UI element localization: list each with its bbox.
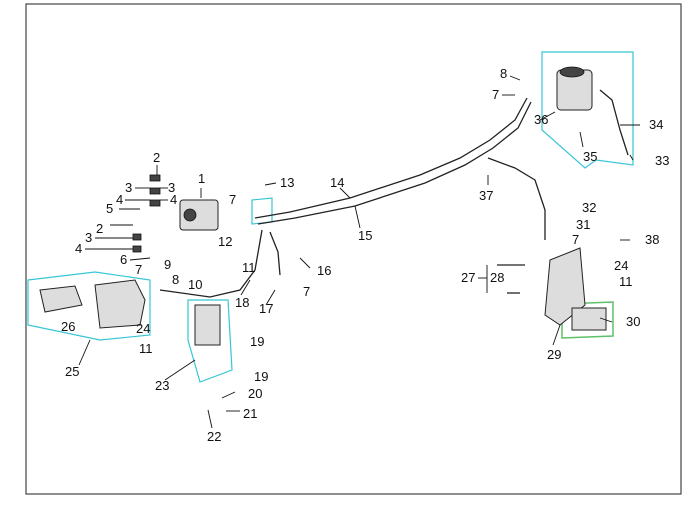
callout-22: 22 xyxy=(207,429,221,444)
callout-7: 7 xyxy=(229,192,236,207)
front-brake-pads xyxy=(39,285,83,313)
callout-26: 26 xyxy=(61,319,75,334)
front-master-cylinder-region xyxy=(541,51,634,169)
brake-pads xyxy=(571,307,607,331)
callout-7: 7 xyxy=(572,232,579,247)
rear-hose xyxy=(487,157,546,240)
brake-lever xyxy=(599,89,629,156)
callout-27: 27 xyxy=(461,270,475,285)
callout-3: 3 xyxy=(125,180,132,195)
callout-38: 38 xyxy=(645,232,659,247)
callout-8: 8 xyxy=(172,272,179,287)
reservoir-cap xyxy=(559,66,585,78)
callout-36: 36 xyxy=(534,112,548,127)
callout-7: 7 xyxy=(492,87,499,102)
callout-7: 7 xyxy=(135,262,142,277)
callout-11: 11 xyxy=(139,341,153,356)
callout-18: 18 xyxy=(235,295,249,310)
brake-hose-14 xyxy=(254,97,528,219)
callout-9: 9 xyxy=(164,257,171,272)
callout-37: 37 xyxy=(479,188,493,203)
callout-6: 6 xyxy=(120,252,127,267)
front-caliper-region xyxy=(27,271,151,341)
callout-3: 3 xyxy=(168,180,175,195)
callout-30: 30 xyxy=(626,314,640,329)
callout-12: 12 xyxy=(218,234,232,249)
callout-2: 2 xyxy=(96,221,103,236)
callout-11: 11 xyxy=(242,260,256,275)
front-caliper xyxy=(94,279,146,329)
callout-4: 4 xyxy=(75,241,82,256)
callout-34: 34 xyxy=(649,117,663,132)
callout-4: 4 xyxy=(116,192,123,207)
callout-21: 21 xyxy=(243,406,257,421)
callout-24: 24 xyxy=(136,321,150,336)
callout-8: 8 xyxy=(500,66,507,81)
callout-19: 19 xyxy=(250,334,264,349)
hose-branch-17 xyxy=(269,231,281,276)
callout-13: 13 xyxy=(280,175,294,190)
brake-pad-region xyxy=(561,301,614,339)
callout-5: 5 xyxy=(106,201,113,216)
callout-14: 14 xyxy=(330,175,344,190)
callout-25: 25 xyxy=(65,364,79,379)
abs-motor xyxy=(183,208,197,222)
callout-24: 24 xyxy=(614,258,628,273)
leader-lines xyxy=(78,75,640,429)
callout-35: 35 xyxy=(583,149,597,164)
callout-1: 1 xyxy=(198,171,205,186)
callout-11: 11 xyxy=(619,274,633,289)
callout-3: 3 xyxy=(85,230,92,245)
callout-7: 7 xyxy=(303,284,310,299)
bolt-stack-left xyxy=(132,174,161,253)
callout-28: 28 xyxy=(490,270,504,285)
callout-31: 31 xyxy=(576,217,590,232)
callout-19: 19 xyxy=(254,369,268,384)
callout-16: 16 xyxy=(317,263,331,278)
rear-master-cylinder xyxy=(194,304,221,346)
callout-labels: 1 2 2 3 3 3 4 4 4 5 6 7 7 7 7 7 8 8 9 10… xyxy=(61,66,669,444)
callout-4: 4 xyxy=(170,192,177,207)
callout-29: 29 xyxy=(547,347,561,362)
abs-unit xyxy=(179,199,219,231)
callout-2: 2 xyxy=(153,150,160,165)
brake-hose-18 xyxy=(159,229,263,298)
callout-20: 20 xyxy=(248,386,262,401)
callout-10: 10 xyxy=(188,277,202,292)
callout-33: 33 xyxy=(655,153,669,168)
rear-master-cylinder-region xyxy=(187,299,233,383)
brake-hose-15 xyxy=(257,101,532,225)
callout-17: 17 xyxy=(259,301,273,316)
callout-32: 32 xyxy=(582,200,596,215)
callout-15: 15 xyxy=(358,228,372,243)
callout-23: 23 xyxy=(155,378,169,393)
